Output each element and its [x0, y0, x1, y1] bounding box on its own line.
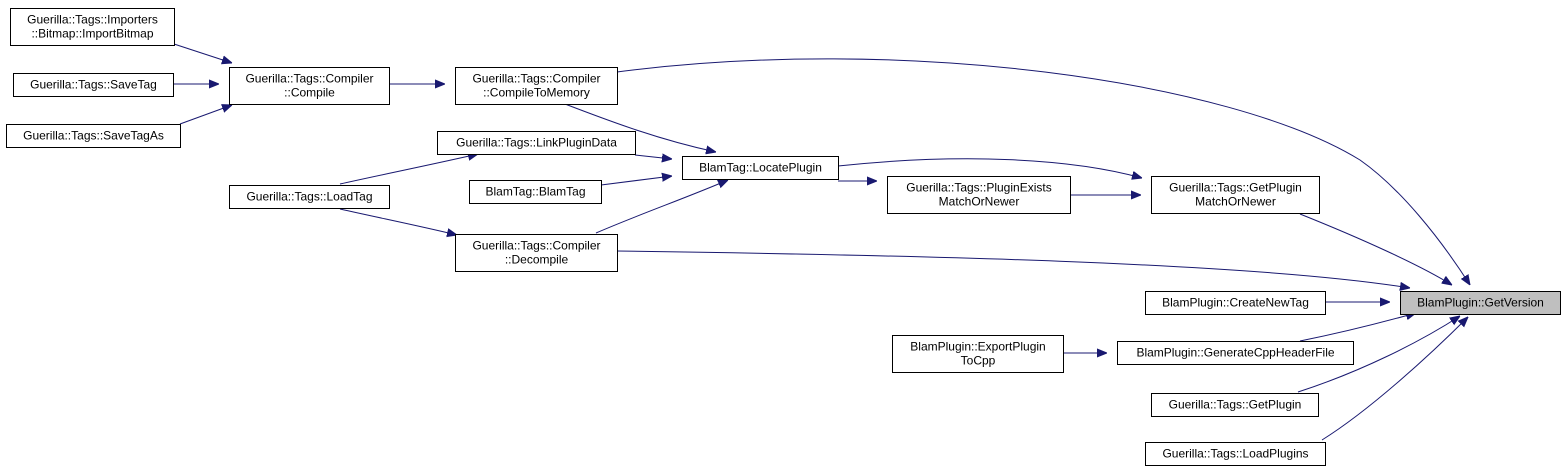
node-decompile[interactable]: Guerilla::Tags::Compiler::Decompile — [455, 234, 618, 272]
node-linkplugindata[interactable]: Guerilla::Tags::LinkPluginData — [437, 131, 636, 155]
node-label: Guerilla::Tags::GetPlugin — [1169, 181, 1302, 195]
node-importbitmap[interactable]: Guerilla::Tags::Importers::Bitmap::Impor… — [10, 8, 175, 46]
node-box[interactable] — [1151, 176, 1320, 214]
node-label: Guerilla::Tags::LoadTag — [246, 190, 372, 204]
node-getversion[interactable]: BlamPlugin::GetVersion — [1400, 291, 1561, 315]
node-label: BlamTag::BlamTag — [485, 185, 585, 199]
node-label: Guerilla::Tags::Importers — [27, 13, 158, 27]
node-label: ToCpp — [961, 354, 996, 368]
node-box[interactable] — [6, 124, 181, 148]
node-label: ::CompileToMemory — [483, 86, 590, 100]
node-label: MatchOrNewer — [1195, 195, 1276, 209]
edge-getpluginmatch-to-getversion — [1299, 213, 1452, 285]
node-label: Guerilla::Tags::GetPlugin — [1169, 398, 1302, 412]
node-box[interactable] — [455, 234, 618, 272]
edge-linkplugindata-to-locateplugin — [634, 155, 672, 159]
node-label: Guerilla::Tags::Compiler — [245, 72, 373, 86]
node-loadplugins[interactable]: Guerilla::Tags::LoadPlugins — [1145, 442, 1326, 466]
edge-generatecpp-to-getversion — [1299, 313, 1416, 342]
edge-loadtag-to-decompile — [339, 208, 457, 235]
node-box[interactable] — [229, 185, 390, 209]
node-label: Guerilla::Tags::Compiler — [472, 239, 600, 253]
node-label: ::Bitmap::ImportBitmap — [31, 27, 153, 41]
edge-compiletomemory-to-locateplugin — [564, 103, 716, 152]
node-label: Guerilla::Tags::LinkPluginData — [456, 136, 617, 150]
edge-blamtag-to-locateplugin — [600, 176, 672, 186]
node-generatecpp[interactable]: BlamPlugin::GenerateCppHeaderFile — [1117, 341, 1354, 365]
node-box[interactable] — [469, 180, 602, 204]
node-box[interactable] — [437, 131, 636, 155]
node-label: BlamTag::LocatePlugin — [699, 161, 822, 175]
node-box[interactable] — [1145, 442, 1326, 466]
node-label: MatchOrNewer — [939, 195, 1020, 209]
node-label: BlamPlugin::ExportPlugin — [910, 340, 1045, 354]
node-locateplugin[interactable]: BlamTag::LocatePlugin — [682, 156, 839, 180]
node-label: Guerilla::Tags::SaveTagAs — [23, 129, 164, 143]
node-box[interactable] — [887, 176, 1071, 214]
node-label: Guerilla::Tags::LoadPlugins — [1162, 447, 1308, 461]
edge-decompile-to-getversion — [616, 250, 1410, 288]
edge-locateplugin-to-getpluginmatch — [837, 158, 1142, 178]
node-createnewtag[interactable]: BlamPlugin::CreateNewTag — [1145, 291, 1326, 315]
node-savetag[interactable]: Guerilla::Tags::SaveTag — [13, 73, 174, 97]
node-blamtag[interactable]: BlamTag::BlamTag — [469, 180, 602, 204]
node-label: Guerilla::Tags::Compiler — [472, 72, 600, 86]
node-box[interactable] — [1117, 341, 1354, 365]
edge-loadtag-to-linkplugindata — [339, 154, 478, 185]
node-box[interactable] — [455, 67, 618, 105]
edge-savetagas-to-compile — [179, 105, 232, 125]
node-box[interactable] — [10, 8, 175, 46]
node-label: ::Decompile — [505, 253, 569, 267]
node-box[interactable] — [682, 156, 839, 180]
node-box[interactable] — [229, 67, 390, 105]
edge-loadplugins-to-getversion — [1321, 317, 1468, 441]
node-label: Guerilla::Tags::SaveTag — [30, 78, 157, 92]
node-label: ::Compile — [284, 86, 335, 100]
node-box[interactable] — [1151, 393, 1319, 417]
node-compiletomemory[interactable]: Guerilla::Tags::Compiler::CompileToMemor… — [455, 67, 618, 105]
node-box[interactable] — [892, 335, 1064, 373]
node-savetagas[interactable]: Guerilla::Tags::SaveTagAs — [6, 124, 181, 148]
node-box[interactable] — [1400, 291, 1561, 315]
edge-getplugin-to-getversion — [1297, 316, 1460, 393]
node-label: BlamPlugin::GetVersion — [1417, 296, 1544, 310]
edge-importbitmap-to-compile — [173, 43, 232, 63]
node-label: BlamPlugin::CreateNewTag — [1162, 296, 1309, 310]
edge-compiletomemory-to-getversion — [616, 58, 1470, 285]
node-getplugin[interactable]: Guerilla::Tags::GetPlugin — [1151, 393, 1319, 417]
nodes-layer: Guerilla::Tags::Importers::Bitmap::Impor… — [6, 8, 1561, 466]
node-box[interactable] — [1145, 291, 1326, 315]
edges-layer — [173, 43, 1470, 441]
node-compile[interactable]: Guerilla::Tags::Compiler::Compile — [229, 67, 390, 105]
node-label: BlamPlugin::GenerateCppHeaderFile — [1136, 346, 1334, 360]
node-box[interactable] — [13, 73, 174, 97]
edge-decompile-to-locateplugin — [595, 180, 728, 234]
node-label: Guerilla::Tags::PluginExists — [906, 181, 1051, 195]
node-loadtag[interactable]: Guerilla::Tags::LoadTag — [229, 185, 390, 209]
